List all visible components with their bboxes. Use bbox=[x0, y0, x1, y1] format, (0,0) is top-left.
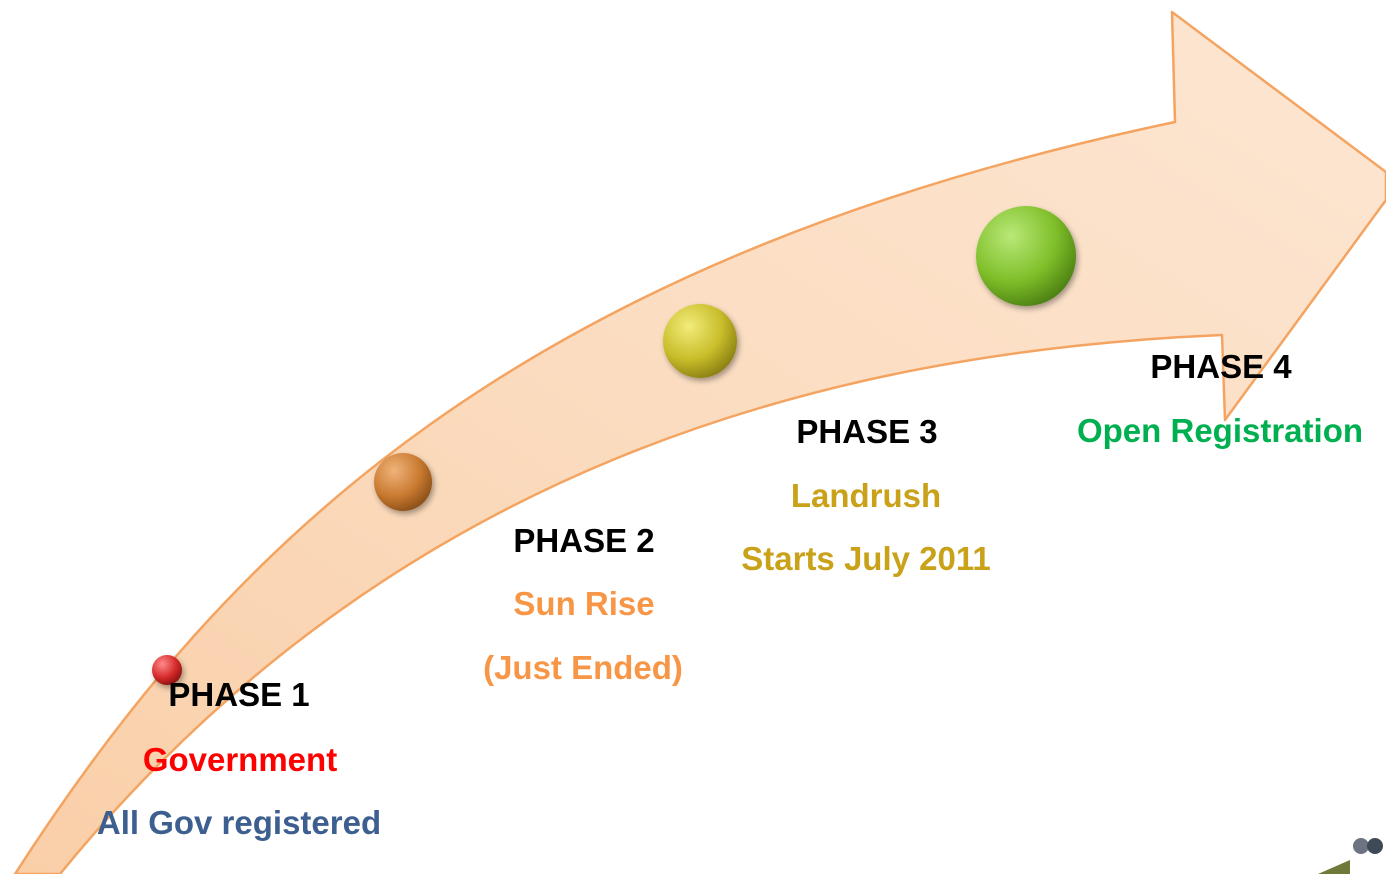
phase-3-title: PHASE 3 bbox=[796, 413, 938, 450]
phase-4-line-1: Open Registration bbox=[1076, 412, 1364, 449]
phase-1-marker-icon bbox=[152, 655, 182, 685]
phase-2-title: PHASE 2 bbox=[513, 522, 655, 559]
phase-1-title: PHASE 1 bbox=[168, 676, 310, 713]
phase-3-marker-icon bbox=[663, 304, 737, 378]
phase-1-line-2: All Gov registered bbox=[96, 804, 382, 841]
phase-4-title: PHASE 4 bbox=[1150, 348, 1292, 385]
phase-4-marker-icon bbox=[976, 206, 1076, 306]
phase-1-line-1: Government bbox=[142, 741, 338, 778]
phase-3-line-2: Starts July 2011 bbox=[741, 540, 991, 577]
phase-2-marker-icon bbox=[374, 453, 432, 511]
phase-2-line-2: (Just Ended) bbox=[483, 649, 683, 686]
phase-3-line-1: Landrush bbox=[790, 477, 942, 514]
decorative-figures-icon bbox=[1318, 838, 1383, 874]
phase-2-line-1: Sun Rise bbox=[513, 585, 655, 622]
